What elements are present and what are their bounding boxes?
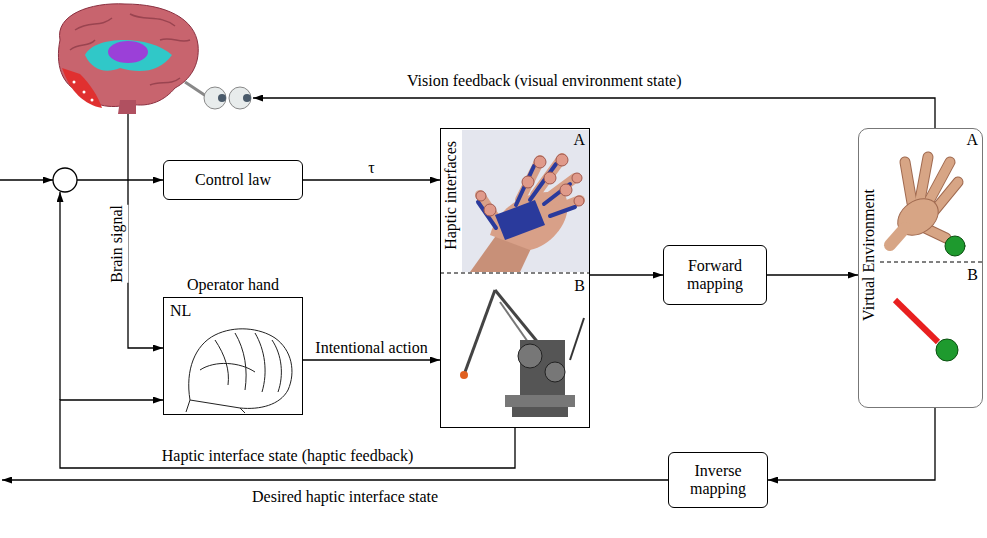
process-box: Inverse mapping [668, 452, 768, 508]
panel-title: Virtual Environment [860, 189, 878, 321]
haptic-glove-photo [462, 130, 589, 272]
panel-divider [440, 273, 590, 274]
panel-letter: B [574, 277, 585, 295]
haptic-interface-panel: Haptic interfaces A B [440, 128, 590, 428]
signal-name: Desired haptic interface state [250, 488, 440, 506]
edge-label: Intentional action [313, 339, 429, 357]
panel-letter: A [966, 131, 978, 149]
virtual-probe [895, 300, 958, 361]
box-label: Control law [195, 171, 271, 189]
block-label: NL [170, 302, 191, 320]
signal-name: Vision feedback (visual environment stat… [405, 72, 684, 90]
virtual-hand [890, 157, 965, 256]
edge-label: Haptic interface state (haptic feedback) [160, 447, 415, 465]
panel-divider [880, 262, 983, 263]
process-box: Control law [163, 160, 303, 200]
box-label: Inverse mapping [669, 462, 767, 499]
virtual-environment-panel: Virtual Environment A B [858, 128, 983, 408]
signal-arrow [590, 274, 663, 275]
edge-label: τ [366, 159, 376, 177]
panel-letter: B [967, 266, 978, 284]
panel-title: Haptic interfaces [442, 141, 460, 250]
signal-wire [0, 98, 935, 480]
panel-letter: A [573, 131, 585, 149]
signal-arrow [60, 400, 515, 468]
operator-hand-box: Operator handNL [163, 297, 303, 415]
signal-arrow [303, 359, 440, 360]
summing-junction [53, 168, 77, 192]
signal-arrow [768, 408, 935, 480]
hand-sketch [186, 329, 292, 413]
box-label: Forward mapping [664, 257, 766, 294]
brain-illustration [58, 4, 251, 114]
box-heading: Operator hand [164, 276, 302, 294]
signal-arrow [303, 179, 440, 180]
process-box: Forward mapping [663, 245, 767, 305]
signal-name: Brain signal [106, 205, 128, 283]
signal-arrow [767, 274, 858, 275]
haptic-robot-photo [460, 290, 584, 417]
